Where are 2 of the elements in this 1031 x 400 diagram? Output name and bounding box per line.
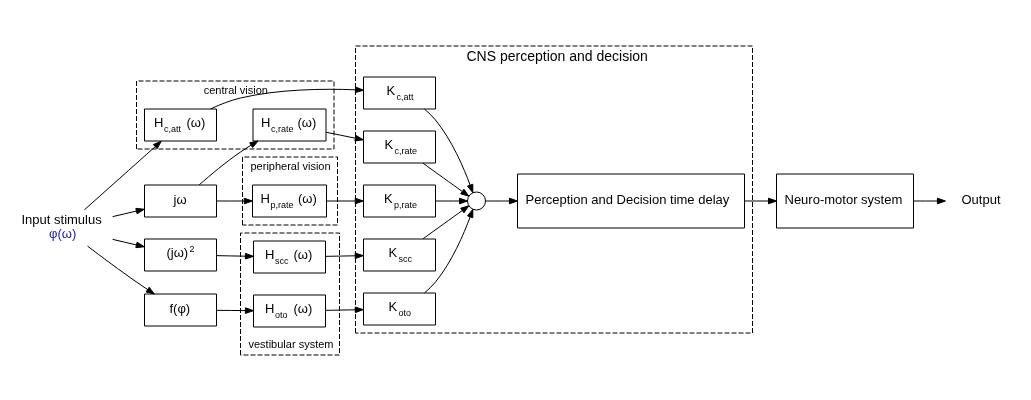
node-text: Input stimulus φ(ω)	[21, 211, 102, 241]
node-text: Output	[961, 191, 1001, 207]
